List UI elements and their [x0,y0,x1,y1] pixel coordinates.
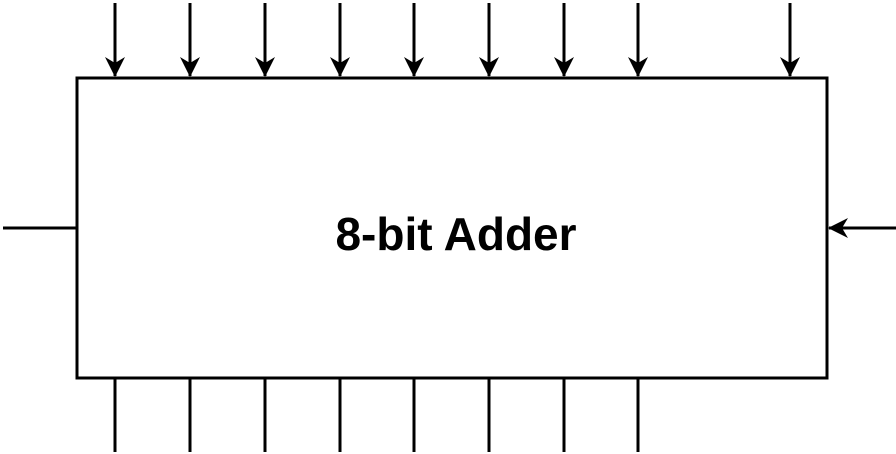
adder-block [75,76,829,380]
top-input-arrows [105,3,800,77]
bottom-output-lines [113,378,640,452]
block-label: 8-bit Adder [335,208,576,260]
